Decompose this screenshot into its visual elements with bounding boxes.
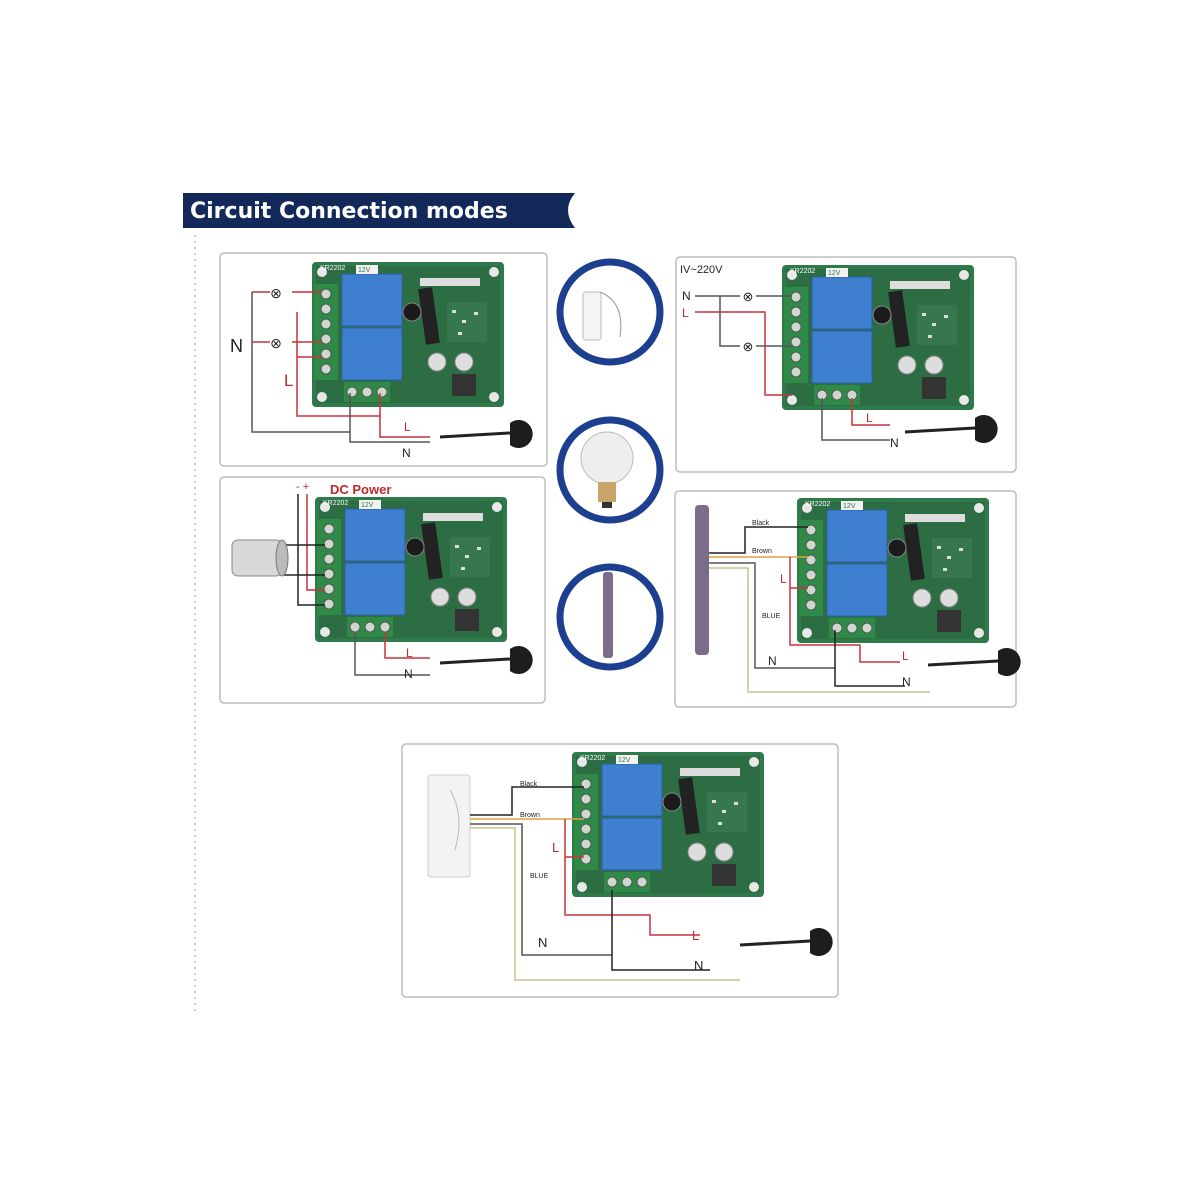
- light-bulb-circle-icon: [556, 416, 664, 524]
- wire-brown-label: Brown: [752, 548, 772, 555]
- board-model-label: KR2202: [323, 500, 348, 507]
- neutral-label: N: [230, 336, 243, 356]
- neutral-label: N: [694, 958, 703, 973]
- live-label: L: [866, 411, 873, 425]
- live-label: L: [552, 840, 559, 855]
- neutral-label: N: [538, 935, 547, 950]
- wire-blue-label: BLUE: [762, 613, 781, 620]
- lamp-icon: ⊗: [270, 335, 282, 351]
- wire-brown-label: Brown: [520, 812, 540, 819]
- neutral-label: N: [768, 654, 777, 668]
- polarity-label: - +: [296, 481, 309, 493]
- wire-black-label: Black: [520, 781, 538, 788]
- live-label: L: [404, 420, 411, 434]
- voltage-label: IV~220V: [680, 264, 723, 276]
- panel-dc-motor: KR2202 12V - + DC Power L N: [219, 476, 546, 704]
- board-model-label: KR2202: [580, 755, 605, 762]
- lamp-icon: ⊗: [743, 339, 754, 354]
- wire-blue-label: BLUE: [530, 873, 549, 880]
- board-tag-label: 12V: [843, 503, 856, 510]
- dc-power-label: DC Power: [330, 482, 391, 497]
- wire-black-label: Black: [752, 520, 770, 527]
- live-label: L: [682, 306, 689, 320]
- live-label: L: [902, 649, 909, 663]
- board-tag-label: 12V: [618, 757, 631, 764]
- neutral-label: N: [404, 667, 413, 681]
- board-model-label: KR2202: [805, 501, 830, 508]
- panel-two-lamps: KR2202 12V ⊗ ⊗ N L L N: [219, 252, 548, 467]
- lamp-icon: ⊗: [270, 285, 282, 301]
- panel-two-lamps-220v: KR2202 12V IV~220V N L ⊗ ⊗ L N: [675, 256, 1017, 473]
- tubular-motor-circle-icon: [556, 563, 664, 671]
- neutral-label: N: [890, 436, 899, 450]
- live-label: L: [406, 646, 413, 660]
- page-title: Circuit Connection modes: [190, 199, 508, 224]
- lamp-icon: ⊗: [743, 289, 754, 304]
- title-banner: Circuit Connection modes: [183, 193, 575, 228]
- live-label: L: [780, 572, 787, 586]
- neutral-label: N: [902, 675, 911, 689]
- curtain-motor-icon: [427, 774, 471, 878]
- board-tag-label: 12V: [361, 502, 374, 509]
- board-model-label: KR2202: [790, 268, 815, 275]
- dc-motor-icon: [231, 539, 289, 577]
- neutral-label: N: [682, 289, 691, 303]
- curtain-motor-circle-icon: [556, 258, 664, 366]
- panel-tubular-motor: KR2202 12V Black Brown L BLUE N L N: [674, 490, 1023, 708]
- neutral-label: N: [402, 446, 411, 460]
- board-model-label: KR2202: [320, 265, 345, 272]
- live-label: L: [692, 928, 699, 943]
- panel-curtain-motor: KR2202 12V Black Brown L BLUE N L N: [401, 743, 839, 998]
- board-tag-label: 12V: [358, 267, 371, 274]
- tubular-motor-icon: [695, 505, 709, 655]
- board-tag-label: 12V: [828, 270, 841, 277]
- live-label: L: [284, 371, 293, 390]
